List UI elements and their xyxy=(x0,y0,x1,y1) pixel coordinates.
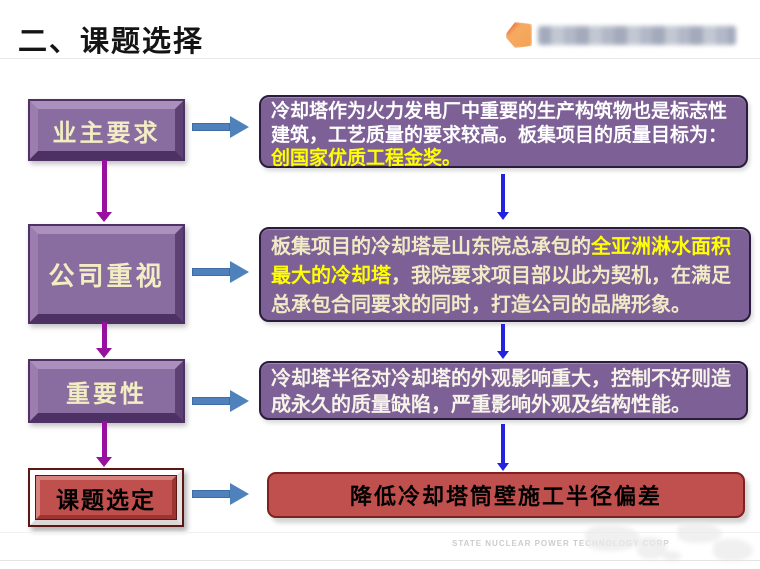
selected-topic-banner: 降低冷却塔筒壁施工半径偏差 xyxy=(267,472,745,518)
bottom-edge-line xyxy=(0,560,760,561)
step-label: 重要性 xyxy=(66,380,147,408)
page-title: 二、课题选择 xyxy=(18,26,205,58)
logo-blurred-text xyxy=(538,25,736,45)
down-arrow-icon-1 xyxy=(95,160,113,222)
footer-divider xyxy=(0,532,760,533)
step-label: 课题选定 xyxy=(56,486,156,513)
world-map-graphic xyxy=(585,523,760,563)
step-box-company-attention: 公司重视 xyxy=(28,224,185,324)
description-importance: 冷却塔半径对冷却塔的外观影响重大，控制不好则造成永久的质量缺陷，严重影响外观及结… xyxy=(259,361,748,420)
right-arrow-icon-4 xyxy=(192,483,250,505)
step-label: 业主要求 xyxy=(52,119,161,147)
down-arrow-icon-2 xyxy=(95,322,113,358)
footer-company-name: STATE NUCLEAR POWER TECHNOLOGY CORP xyxy=(452,539,670,548)
step-box-owner-requirement: 业主要求 xyxy=(28,99,185,161)
blue-down-arrow-icon-1 xyxy=(496,174,510,220)
description-company-attention: 板集项目的冷却塔是山东院总承包的全亚洲淋水面积最大的冷却塔，我院要求项目部以此为… xyxy=(259,227,751,322)
logo-icon xyxy=(506,22,532,48)
title-divider xyxy=(0,58,760,59)
description-owner-requirement: 冷却塔作为火力发电厂中重要的生产构筑物也是标志性建筑，工艺质量的要求较高。板集项… xyxy=(259,95,748,169)
right-arrow-icon-2 xyxy=(192,261,250,283)
blue-down-arrow-icon-2 xyxy=(496,324,510,359)
company-logo xyxy=(506,22,736,48)
down-arrow-icon-3 xyxy=(95,421,113,467)
step-box-topic-selected: 课题选定 xyxy=(28,468,184,527)
right-arrow-icon-3 xyxy=(192,390,250,412)
step-box-importance: 重要性 xyxy=(28,359,185,423)
right-arrow-icon-1 xyxy=(192,116,250,138)
blue-down-arrow-icon-3 xyxy=(496,424,510,471)
step-label: 公司重视 xyxy=(48,260,165,291)
